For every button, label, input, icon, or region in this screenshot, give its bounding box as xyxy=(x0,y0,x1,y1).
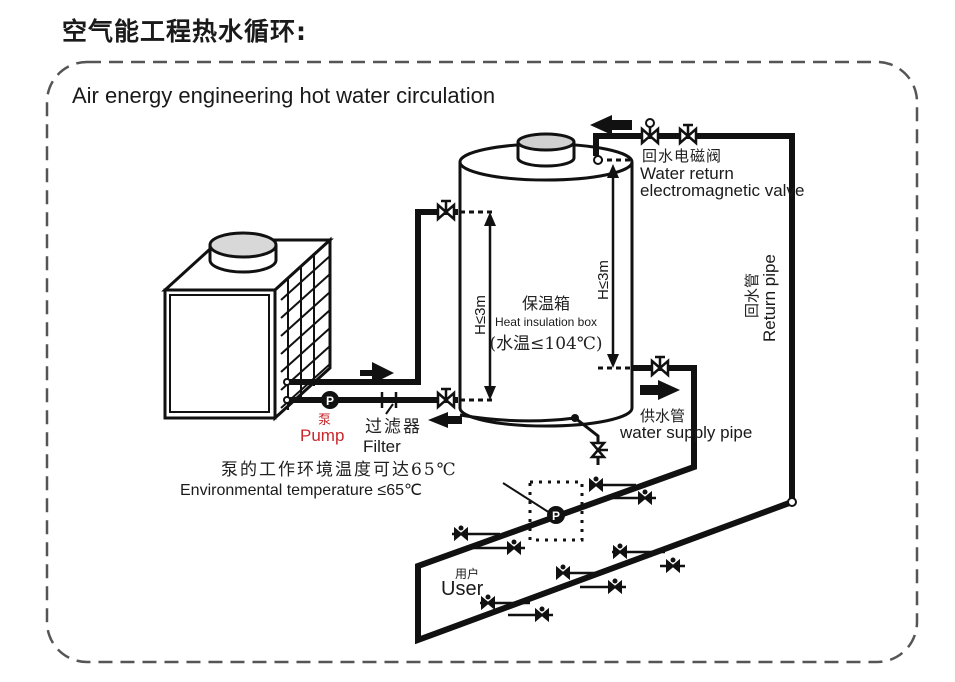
diagram-frame xyxy=(45,60,919,664)
tap-icon[interactable] xyxy=(454,524,468,540)
fan-icon xyxy=(208,231,278,259)
tap-icon[interactable] xyxy=(613,542,627,558)
pump-label-en: Pump xyxy=(300,426,344,445)
tap-icon[interactable] xyxy=(556,563,570,579)
tap-icon[interactable] xyxy=(638,488,652,504)
tap-icon[interactable] xyxy=(589,475,603,491)
return-pipe-label-en: Return pipe xyxy=(760,254,779,342)
pump-icon[interactable]: P xyxy=(321,391,339,409)
drain-valve-icon[interactable] xyxy=(589,441,608,459)
valve-icon[interactable] xyxy=(436,199,456,221)
svg-text:P: P xyxy=(552,509,560,523)
pump-env-label-cn: 泵的工作环境温度可达65℃ xyxy=(221,460,458,480)
tap-icon[interactable] xyxy=(507,538,521,554)
pump-label-cn: 泵 xyxy=(318,413,331,428)
tap-icon[interactable] xyxy=(535,605,549,621)
tap-icon[interactable] xyxy=(666,556,680,572)
tap-icon[interactable] xyxy=(481,593,495,609)
return-flow-arrow-icon xyxy=(428,412,462,428)
valve-icon[interactable] xyxy=(436,387,456,409)
filter-label-cn: 过滤器 xyxy=(365,417,422,437)
return-valve-label-cn: 回水电磁阀 xyxy=(642,147,722,165)
pump-env-label-en: Environmental temperature ≤65℃ xyxy=(180,482,422,499)
air-heat-pump-unit xyxy=(161,231,334,422)
circulation-pump-icon[interactable]: P xyxy=(547,506,565,524)
tap-icon[interactable] xyxy=(608,577,622,593)
tank-label-cn: 保温箱 xyxy=(522,294,570,313)
supply-pipe-label-cn: 供水管 xyxy=(640,407,685,425)
filter-icon xyxy=(380,392,398,415)
supply-flow-arrow-icon xyxy=(640,380,680,400)
height-label-right: H≤3m xyxy=(595,260,612,300)
user-label-en: User xyxy=(441,578,484,600)
tank-temp-note: (水温≤104℃) xyxy=(490,334,603,354)
heat-insulation-tank xyxy=(458,132,634,428)
height-dimension-left xyxy=(484,212,496,400)
height-dimension-right xyxy=(607,164,619,368)
pointer-line xyxy=(502,482,551,514)
return-valve-label-en-2: electromagnetic valve xyxy=(640,181,804,200)
filter-label-en: Filter xyxy=(363,437,401,456)
supply-pipe-label-en: water supply pipe xyxy=(619,423,752,442)
diagram-subtitle: Air energy engineering hot water circula… xyxy=(72,83,495,108)
electromagnetic-valve-icon[interactable] xyxy=(640,118,660,146)
return-flow-arrow-icon xyxy=(590,115,632,135)
user-label-cn: 用户 xyxy=(455,566,479,581)
valve-icon[interactable] xyxy=(650,355,670,377)
return-valve-label-en-1: Water return xyxy=(640,164,734,183)
flow-arrow-icon xyxy=(360,362,394,384)
height-label-left: H≤3m xyxy=(472,295,489,335)
tank-label-en: Heat insulation box xyxy=(495,315,597,329)
pump-zone-highlight xyxy=(528,480,584,542)
valve-icon[interactable] xyxy=(678,123,698,145)
page-title: 空气能工程热水循环: xyxy=(62,17,307,46)
svg-text:P: P xyxy=(326,394,334,408)
return-pipe-label-cn: 回水管 xyxy=(743,273,761,318)
